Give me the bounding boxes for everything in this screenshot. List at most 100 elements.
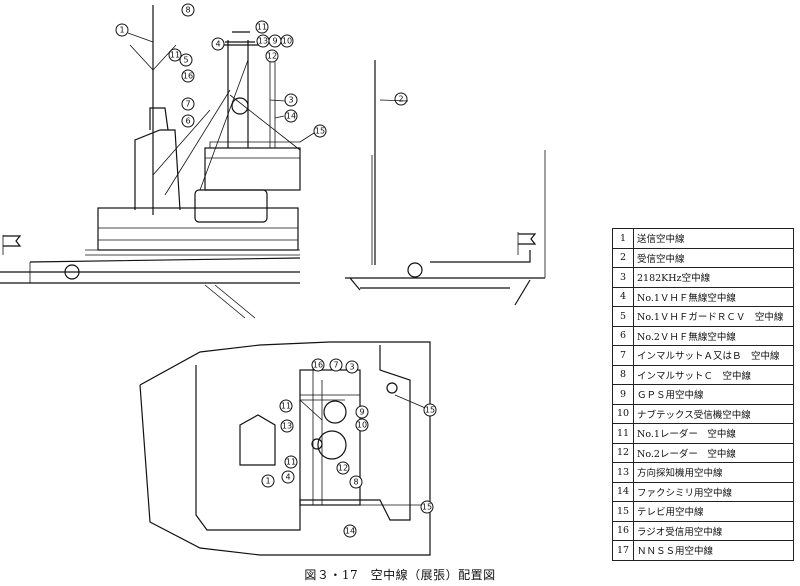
- svg-text:8: 8: [185, 6, 190, 15]
- marker-plan-1: 1: [261, 474, 275, 488]
- legend-label: 2182KHz空中線: [633, 267, 794, 288]
- legend-label: No.1レーダー 空中線: [633, 423, 794, 444]
- legend-label: ＮＮＳＳ用空中線: [633, 540, 794, 561]
- svg-text:12: 12: [338, 464, 348, 473]
- marker-side-3: 3: [284, 93, 298, 107]
- svg-text:14: 14: [286, 112, 296, 121]
- legend-number: 6: [612, 325, 634, 346]
- legend-number: 14: [612, 481, 634, 502]
- marker-plan-4: 4: [281, 470, 295, 484]
- legend-number: 4: [612, 286, 634, 307]
- legend-label: ラジオ受信用空中線: [633, 520, 794, 541]
- svg-text:14: 14: [345, 527, 355, 536]
- front-markers: 2: [394, 92, 408, 106]
- marker-plan-9: 9: [355, 405, 369, 419]
- marker-side-14: 14: [284, 109, 298, 123]
- svg-text:1: 1: [265, 477, 270, 486]
- marker-side-11b: 11: [168, 48, 182, 62]
- marker-plan-14: 14: [343, 524, 357, 538]
- svg-text:15: 15: [422, 503, 432, 512]
- svg-text:16: 16: [313, 361, 323, 370]
- marker-front-2: 2: [394, 92, 408, 106]
- marker-plan-15b: 15: [420, 500, 434, 514]
- legend-number: 7: [612, 345, 634, 366]
- marker-plan-16: 16: [311, 358, 325, 372]
- marker-side-5: 5: [179, 53, 193, 67]
- svg-text:11: 11: [170, 51, 180, 60]
- svg-text:11: 11: [281, 402, 291, 411]
- legend-number: 9: [612, 384, 634, 405]
- svg-text:15: 15: [425, 406, 435, 415]
- marker-plan-10: 10: [355, 418, 369, 432]
- svg-text:3: 3: [349, 363, 354, 372]
- legend-number: 10: [612, 403, 634, 424]
- svg-text:10: 10: [282, 37, 292, 46]
- legend-number: 3: [612, 267, 634, 288]
- legend-label: No.1ＶＨＦガードＲＣＶ 空中線: [633, 306, 794, 327]
- marker-side-13: 13: [256, 34, 270, 48]
- marker-side-9: 9: [268, 34, 282, 48]
- marker-plan-7: 7: [329, 358, 343, 372]
- marker-side-15: 15: [313, 124, 327, 138]
- legend-label: インマルサットＡ又はＢ 空中線: [633, 345, 794, 366]
- marker-side-16: 16: [181, 69, 195, 83]
- svg-text:5: 5: [183, 56, 188, 65]
- svg-text:1: 1: [119, 26, 124, 35]
- legend-label: 送信空中線: [633, 228, 794, 249]
- marker-side-1: 1: [115, 23, 129, 37]
- svg-text:9: 9: [272, 37, 277, 46]
- svg-text:9: 9: [359, 408, 364, 417]
- svg-text:7: 7: [185, 100, 190, 109]
- legend-label: No.2ＶＨＦ無線空中線: [633, 325, 794, 346]
- svg-text:4: 4: [285, 473, 290, 482]
- legend-number: 1: [612, 228, 634, 249]
- legend-label: ナブテックス受信機空中線: [633, 403, 794, 424]
- legend-number: 15: [612, 501, 634, 522]
- svg-text:13: 13: [258, 37, 268, 46]
- marker-plan-8: 8: [349, 475, 363, 489]
- marker-side-6: 6: [181, 114, 195, 128]
- legend-number: 16: [612, 520, 634, 541]
- marker-side-4: 4: [211, 37, 225, 51]
- legend-label: インマルサットＣ 空中線: [633, 364, 794, 385]
- legend-label: No.1ＶＨＦ無線空中線: [633, 286, 794, 307]
- marker-side-8: 8: [181, 3, 195, 17]
- svg-text:10: 10: [357, 421, 367, 430]
- legend-number: 5: [612, 306, 634, 327]
- svg-text:6: 6: [185, 117, 190, 126]
- legend-number: 8: [612, 364, 634, 385]
- legend-number: 11: [612, 423, 634, 444]
- svg-text:16: 16: [183, 72, 193, 81]
- marker-side-7: 7: [181, 97, 195, 111]
- legend-number: 13: [612, 462, 634, 483]
- marker-plan-11b: 11: [284, 455, 298, 469]
- legend-number: 12: [612, 442, 634, 463]
- marker-plan-13: 13: [280, 419, 294, 433]
- svg-text:15: 15: [315, 127, 325, 136]
- svg-text:11: 11: [257, 23, 267, 32]
- svg-text:3: 3: [288, 96, 293, 105]
- svg-text:7: 7: [333, 361, 338, 370]
- side-markers: 1 8 11 4 13 9 10 5 12 11 3 16 7 6 14 15: [115, 3, 327, 138]
- legend-label: テレビ用空中線: [633, 501, 794, 522]
- legend-number: 17: [612, 540, 634, 561]
